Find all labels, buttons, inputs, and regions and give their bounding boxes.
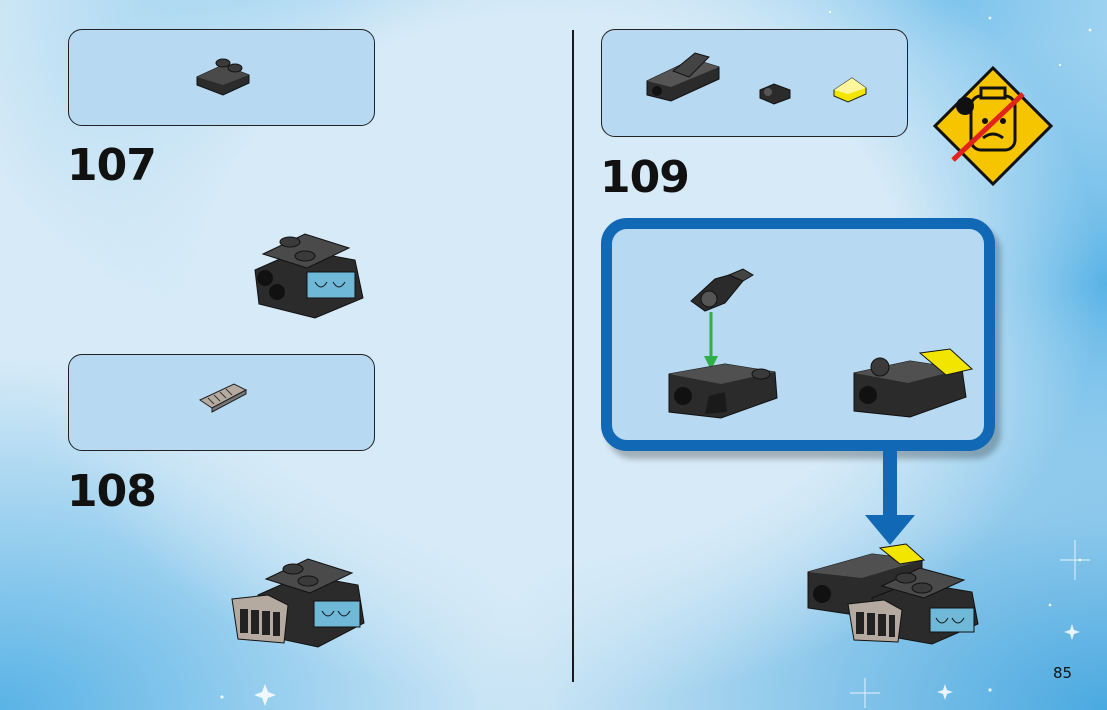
technic-brick-part-icon [643,45,723,105]
yellow-slope-part-icon [830,74,870,104]
slope-curved-brick-part-icon [193,55,253,95]
assembly-step-109-model [802,538,982,648]
step-number-108: 108 [67,466,156,517]
no-mouth-choking-hazard-icon [933,66,1053,186]
clip-part-icon [756,80,796,106]
page-divider [572,30,574,682]
assembly-step-107-model [245,220,365,320]
subassembly-technic-brick-before [665,352,785,422]
subassembly-clip-piece [685,267,755,327]
down-arrow-icon [865,451,915,547]
page-number: 85 [1053,664,1072,682]
step-number-109: 109 [600,152,689,203]
step-number-107: 107 [67,140,156,191]
assembly-step-108-model [228,555,368,655]
subassembly-technic-brick-after [850,345,980,425]
grille-slope-part-icon [198,382,248,412]
